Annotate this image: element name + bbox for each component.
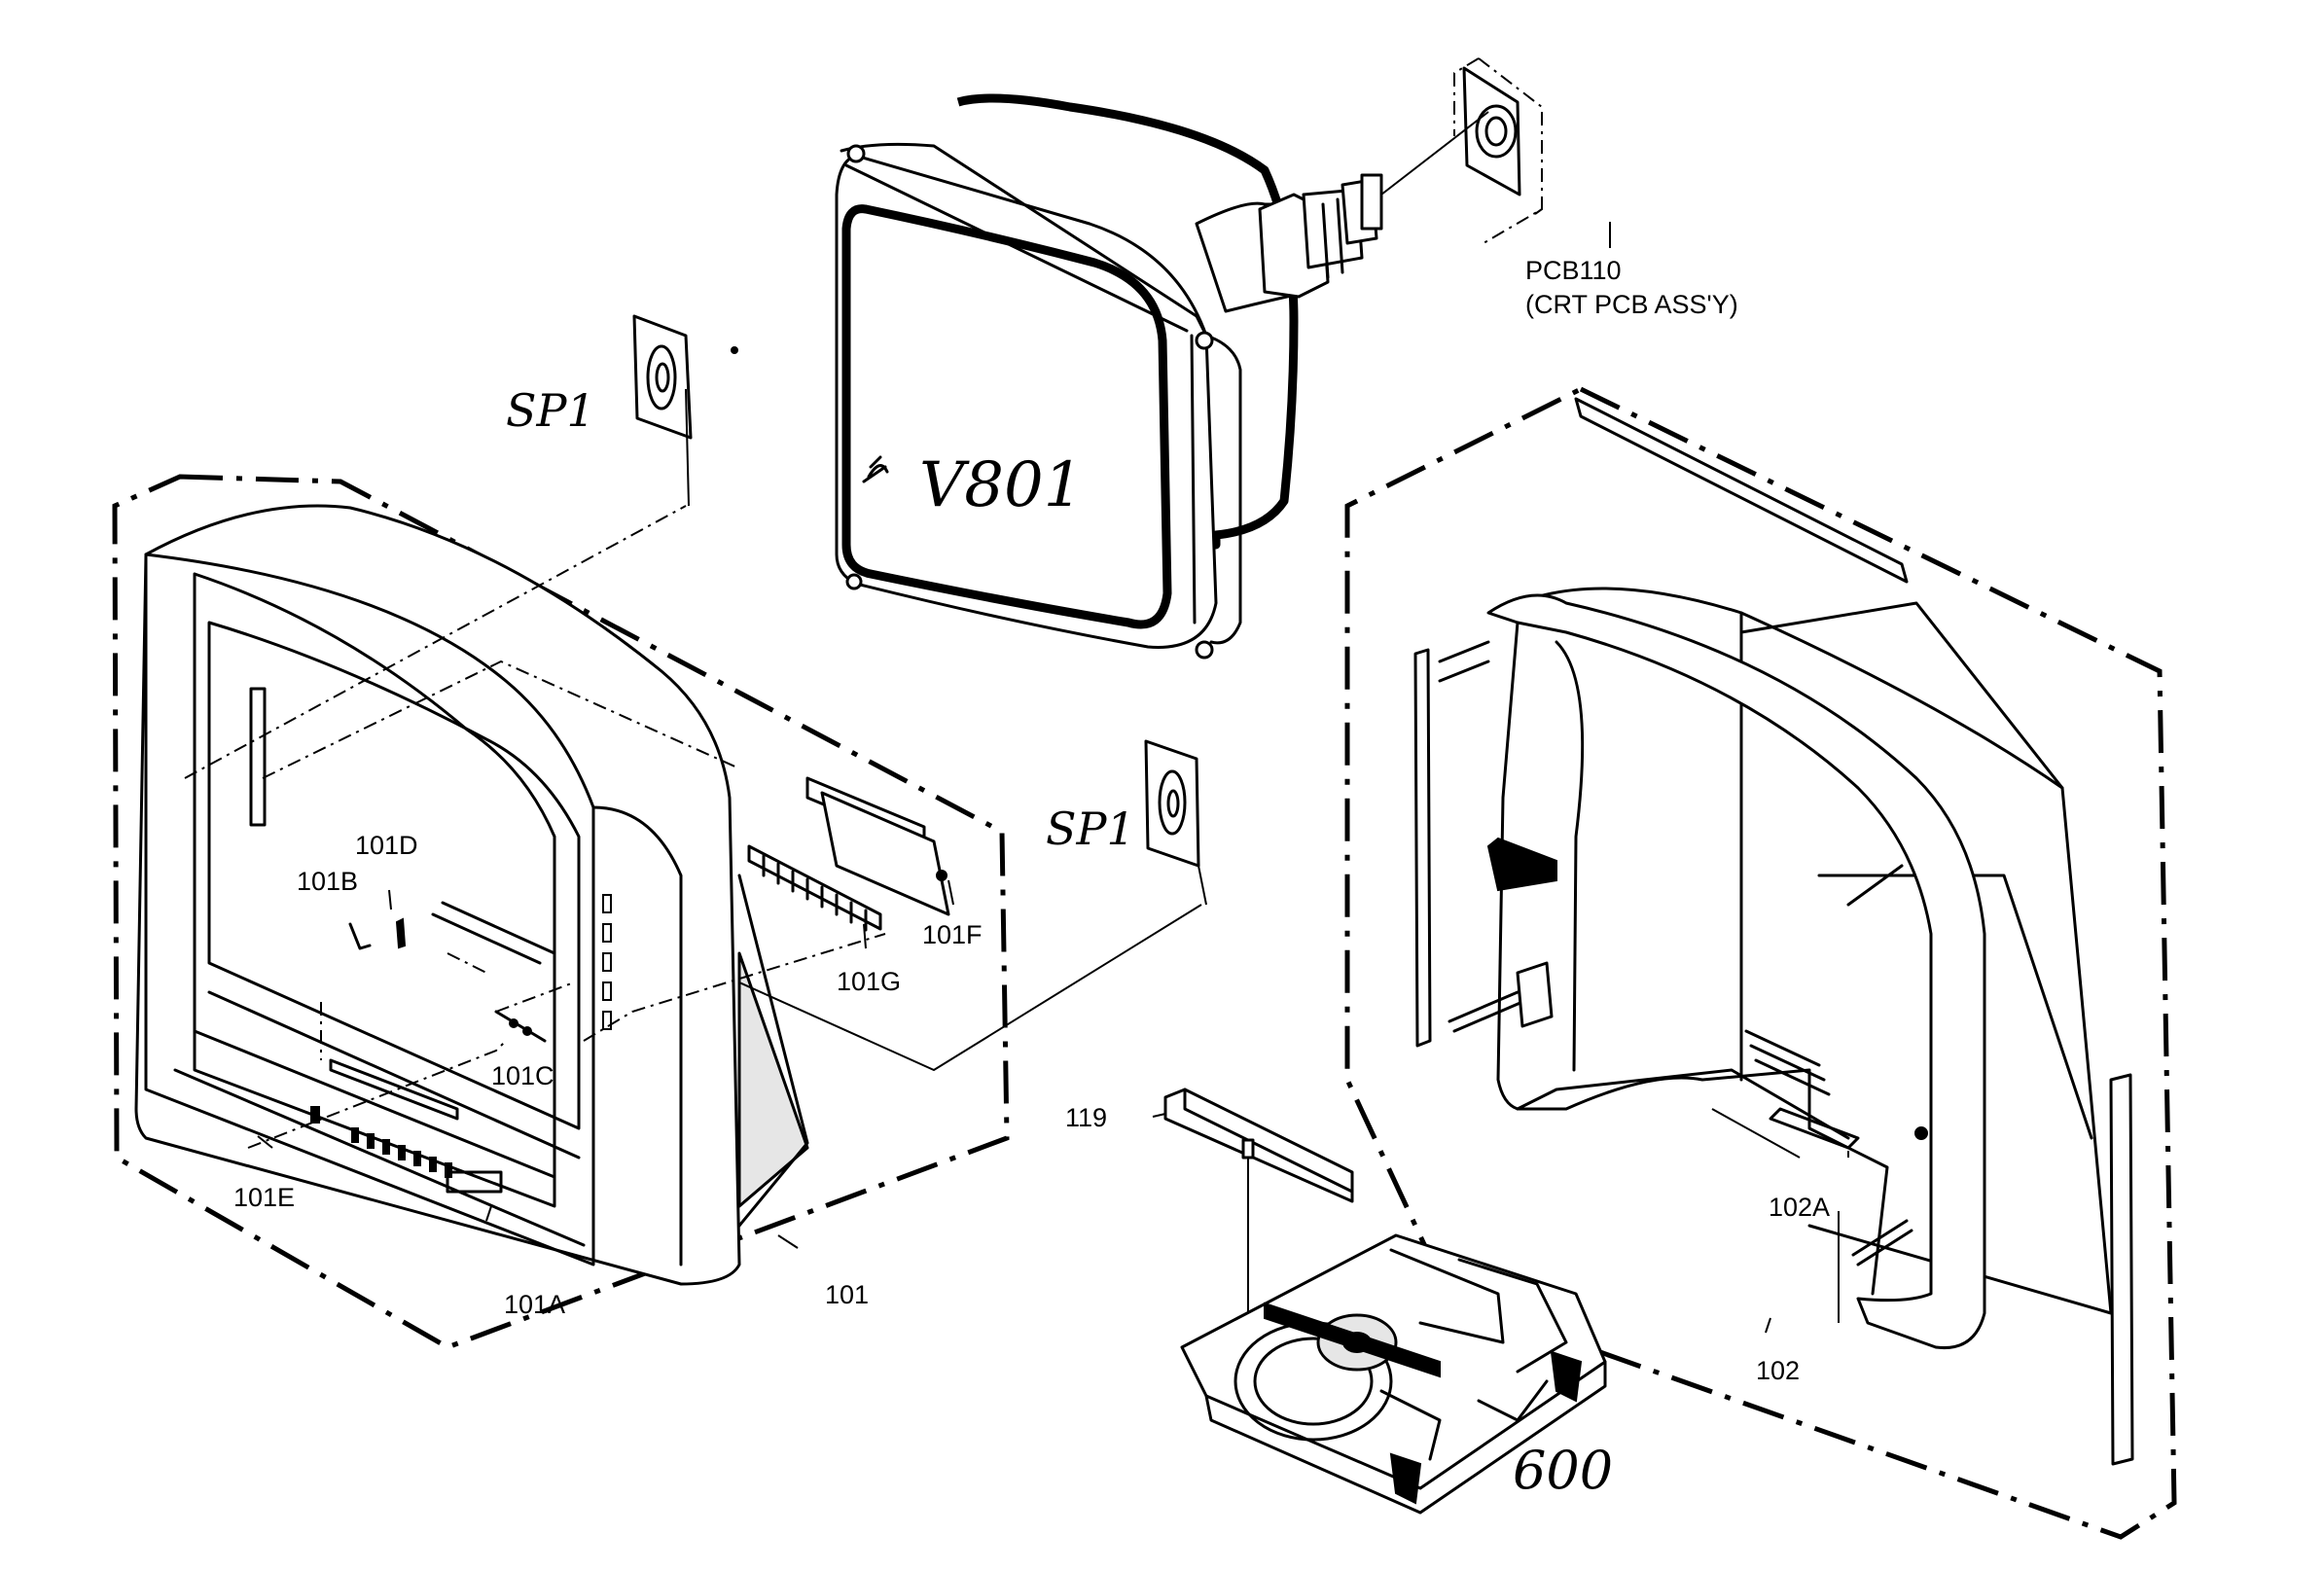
label-pcb110: PCB110: [1525, 256, 1622, 285]
label-101b: 101B: [297, 867, 358, 896]
front-panel-buttons: [310, 1106, 503, 1194]
label-101e: 101E: [233, 1183, 295, 1212]
label-101g: 101G: [837, 967, 901, 996]
label-sp1-lower: SP1: [1046, 803, 1135, 855]
crt-tube: [835, 93, 1383, 660]
label-102: 102: [1756, 1356, 1800, 1385]
label-101a: 101A: [504, 1290, 565, 1319]
control-pcb-pins: [762, 854, 868, 932]
label-102a: 102A: [1769, 1193, 1830, 1222]
label-v801: V801: [919, 449, 1083, 521]
rear-cabinet: [1344, 386, 2177, 1540]
label-101c: 101C: [491, 1061, 554, 1090]
speaker-lower: [1144, 739, 1207, 906]
label-600: 600: [1513, 1440, 1613, 1501]
speaker-upper: [632, 314, 738, 507]
crt-pcb-assembly: [1380, 57, 1611, 248]
front-panel-slots: [602, 894, 612, 1030]
label-101d: 101D: [355, 831, 418, 860]
label-101: 101: [825, 1280, 869, 1309]
leader-lines: [257, 889, 1849, 1334]
label-pcb110-desc: (CRT PCB ASS'Y): [1525, 290, 1738, 319]
label-119: 119: [1065, 1103, 1107, 1132]
label-sp1-upper: SP1: [506, 384, 595, 437]
dvd-mechanism: [1180, 1233, 1607, 1515]
label-101f: 101F: [922, 920, 983, 949]
part-labels: PCB110 (CRT PCB ASS'Y) SP1 SP1 V801 101D…: [233, 256, 1830, 1501]
control-pcb: [747, 776, 954, 949]
front-cabinet: [112, 474, 1202, 1350]
front-bar-119: [1152, 1088, 1354, 1318]
